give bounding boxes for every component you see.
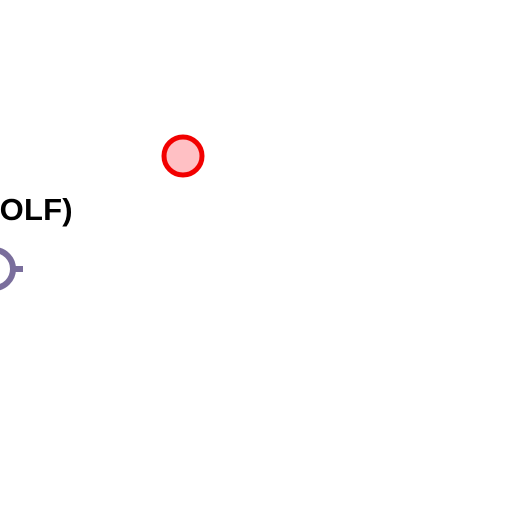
airport-label: (LOLF): [0, 192, 73, 227]
point-marker-icon[interactable]: [161, 134, 205, 178]
airport-symbol-icon[interactable]: [0, 247, 23, 291]
